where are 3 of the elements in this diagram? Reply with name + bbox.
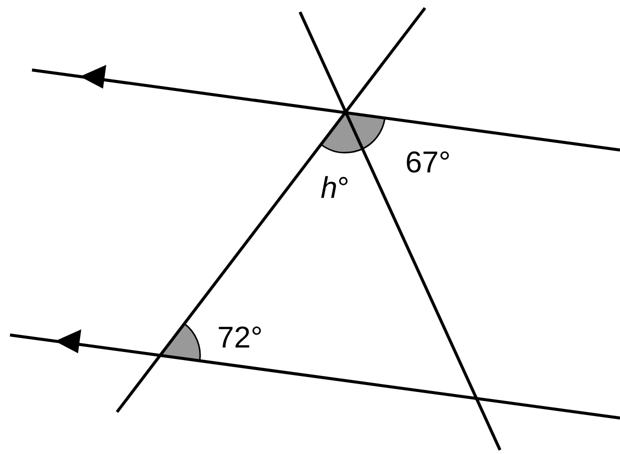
angle-label: 67° bbox=[406, 151, 449, 173]
angle-label: 72° bbox=[218, 326, 261, 348]
angle-label: h° bbox=[321, 176, 348, 198]
